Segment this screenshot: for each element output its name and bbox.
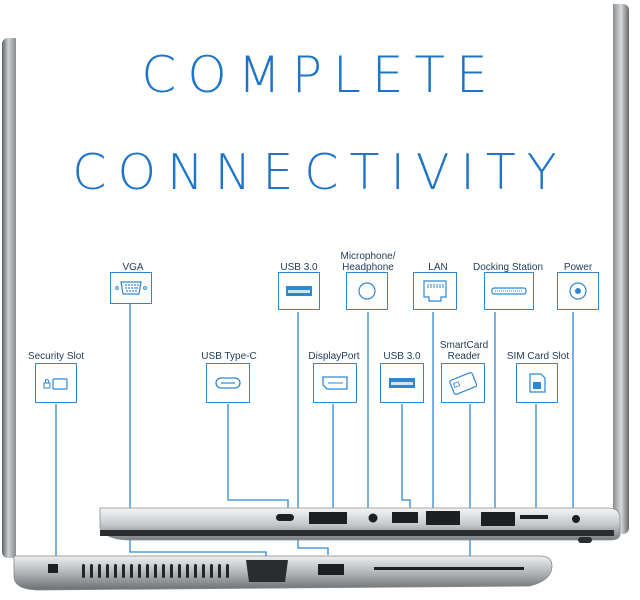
docking-connector-icon xyxy=(484,272,534,310)
label-usb30-mid: USB 3.0 xyxy=(383,351,421,362)
headline-line-1: COMPLETE xyxy=(141,46,499,104)
headline-line-2: CONNECTIVITY xyxy=(72,144,568,201)
label-docking: Docking Station xyxy=(472,262,544,273)
label-microphone-1: Microphone/ xyxy=(340,251,396,262)
lock-icon xyxy=(35,363,77,403)
vga-port-icon xyxy=(110,272,152,304)
label-security: Security Slot xyxy=(27,351,85,362)
label-simcard: SIM Card Slot xyxy=(506,351,570,362)
ethernet-port-icon xyxy=(413,272,457,310)
usbc-port-icon xyxy=(206,363,250,403)
label-smartcard-2: Reader xyxy=(447,351,481,362)
simcard-icon xyxy=(516,363,558,403)
label-usbc: USB Type-C xyxy=(201,351,257,362)
label-power: Power xyxy=(563,262,593,273)
usb-port-icon xyxy=(278,272,320,310)
label-displayport: DisplayPort xyxy=(308,351,360,362)
right-laptop-lid xyxy=(613,4,629,534)
displayport-icon xyxy=(313,363,357,403)
label-vga: VGA xyxy=(122,262,144,273)
label-usb30-top: USB 3.0 xyxy=(280,262,318,273)
label-smartcard-1: SmartCard xyxy=(439,340,489,351)
audio-jack-icon xyxy=(346,272,388,310)
label-microphone-2: Headphone xyxy=(342,262,394,273)
usb-port-icon-2 xyxy=(380,363,424,403)
power-jack-icon xyxy=(557,272,599,310)
label-lan: LAN xyxy=(428,262,448,273)
left-laptop-lid xyxy=(2,38,16,558)
smartcard-icon xyxy=(441,363,485,403)
